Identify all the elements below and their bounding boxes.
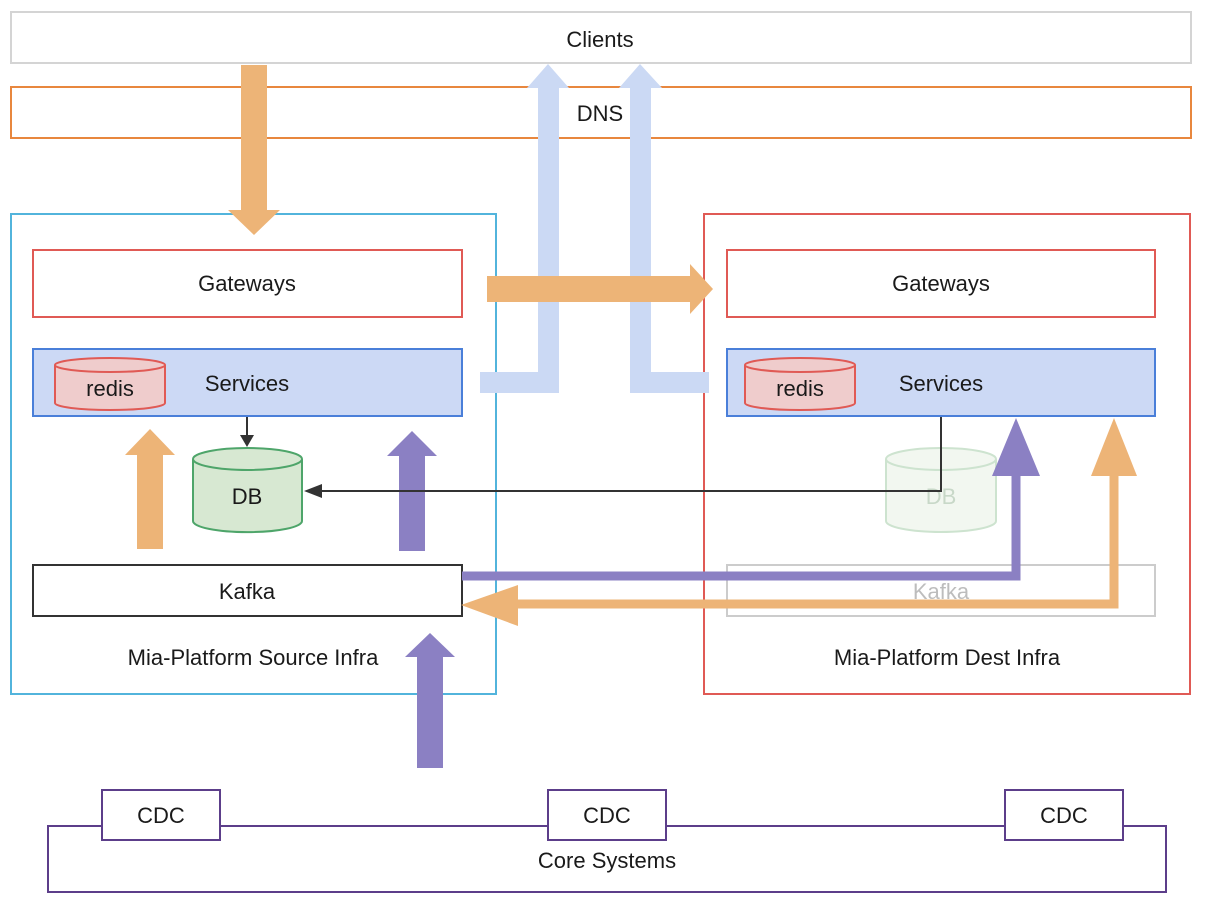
orange-arrow-gateways-to-dest <box>487 264 713 314</box>
purple-arrow-core-to-kafka <box>405 633 455 768</box>
source-redis-label: redis <box>86 376 134 401</box>
cdc-label: CDC <box>137 803 185 828</box>
source-db-label: DB <box>232 484 263 509</box>
services-to-db-connector <box>240 417 254 447</box>
dns-layer: DNS <box>10 86 1192 139</box>
orange-arrow-kafka-to-services <box>125 429 175 549</box>
source-gateways: Gateways <box>32 249 463 318</box>
cdc-box: CDC <box>1004 789 1124 841</box>
source-redis: redis <box>54 357 166 411</box>
dns-label: DNS <box>577 101 623 126</box>
orange-arrow-clients-to-gateways <box>228 65 280 235</box>
cdc-label: CDC <box>583 803 631 828</box>
orange-arrow-dest-to-source-kafka <box>461 418 1137 626</box>
blue-arrow-dest <box>619 64 709 393</box>
source-gateways-label: Gateways <box>198 271 296 296</box>
dest-infra-title: Mia-Platform Dest Infra <box>834 645 1061 670</box>
blue-arrow-source <box>480 64 569 393</box>
source-kafka-label: Kafka <box>219 579 276 604</box>
dest-services-label: Services <box>899 371 983 396</box>
clients-label: Clients <box>566 27 633 52</box>
cdc-box: CDC <box>101 789 221 841</box>
clients-layer: Clients <box>10 11 1192 64</box>
source-infra-title: Mia-Platform Source Infra <box>128 645 379 670</box>
cdc-box: CDC <box>547 789 667 841</box>
cdc-label: CDC <box>1040 803 1088 828</box>
response-arrows <box>480 64 709 393</box>
dest-services-to-source-db-connector <box>304 417 942 498</box>
source-kafka: Kafka <box>32 564 463 617</box>
source-services-label: Services <box>205 371 289 396</box>
source-db: DB <box>192 447 303 534</box>
purple-arrow-kafka-to-dest-services <box>462 418 1040 581</box>
dest-redis-label: redis <box>776 376 824 401</box>
core-systems-label: Core Systems <box>538 848 676 873</box>
dest-redis: redis <box>744 357 856 411</box>
dest-gateways: Gateways <box>726 249 1156 318</box>
dest-gateways-label: Gateways <box>892 271 990 296</box>
